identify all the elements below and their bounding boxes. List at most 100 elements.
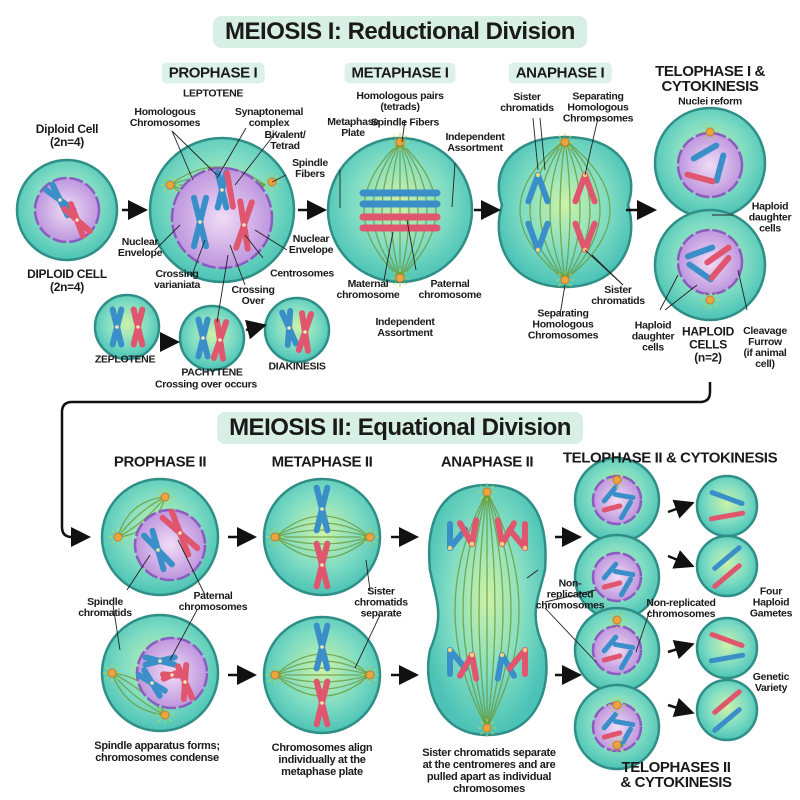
aster-ray [610,613,614,617]
zeplotene-cell [93,293,161,361]
centrosome-icon [560,275,570,285]
aster-ray [490,721,494,725]
aster-ray [620,623,624,627]
meiosis1-anaphase1-sister-top-label: Sister chromatids [500,91,554,114]
aster-ray [480,485,484,489]
leader-line [171,130,194,181]
centrosome-icon [107,668,117,678]
chromatid [601,484,619,504]
centromere [115,325,119,329]
centrosome-icon [612,475,622,485]
meiosis2-metaphase2-caption-label: Chromosomes align individually at the me… [271,742,373,778]
centromere [58,198,62,202]
aster-ray [703,293,707,297]
aster-ray [158,490,162,494]
aster-ray [393,145,397,149]
aster-ray [168,718,172,722]
meiosis1-title-label: MEIOSIS I: Reductional Division [213,16,587,48]
spindle-fiber [399,141,410,279]
aster-ray [105,666,109,670]
spindle-fiber [372,141,401,279]
aster-ray [568,273,572,277]
aster-ray [610,698,614,702]
meiosis1-prophase1-crossing-over-label: Crossing Over [231,284,275,307]
aster-ray [363,668,367,672]
aster-ray [163,188,167,192]
leader-line [365,559,371,591]
chromatid [612,491,636,501]
spindle-fiber [274,529,371,538]
arrow-icon [245,319,267,340]
aster-ray [173,178,177,182]
centrosome-icon [560,137,570,147]
centromere [535,247,541,253]
leader-line [271,174,287,183]
centromere [499,652,505,658]
chromatid [601,730,623,740]
meiosis2-metaphase2-sister-label: Sister chromatids separate [354,585,408,620]
aster-ray [610,748,614,752]
aster-ray [703,303,707,307]
meiosis1-prophase1-pachytene-note-label: Crossing over occurs [155,378,257,391]
arrow-icon [667,499,695,519]
aster-ray [490,485,494,489]
centromere [320,701,324,705]
chromatid [601,711,619,731]
chromatid [535,220,551,253]
meiosis2-prophase2-paternal-label: Paternal chromosomes [178,590,248,613]
leader-line [635,609,651,653]
centrosome-icon [165,180,175,190]
centrosome-icon [270,532,280,542]
leader-line [584,117,599,176]
leader-line [664,284,698,311]
meiosis1-prophase1-spindle-label: Spindle Fibers [292,157,328,180]
chromatid [713,152,727,184]
aster-ray [168,490,172,494]
spindle-fiber [117,496,166,538]
aster-ray [373,668,377,672]
spindle-fiber [274,536,371,545]
chromatid [612,641,636,651]
centrosome-icon [612,700,622,710]
centromere [469,541,475,547]
meiosis2-anaphase2-nonrep-label: Non- replicated chromosomes [535,577,605,612]
chromatid [619,576,633,598]
aster-ray [713,125,717,129]
centrosome-icon [482,723,492,733]
spindle-fiber [539,139,566,281]
centrosome-icon [395,273,405,283]
chromatid [619,726,633,748]
aster-ray [620,708,624,712]
meiosis1-prophase1-nuclear-right-label: Nuclear Envelope [288,233,334,256]
centrosome-icon [160,492,170,502]
aster-ray [278,530,282,534]
centromere [469,652,475,658]
spindle-fiber [564,139,601,281]
chromatid [494,652,505,682]
aster-ray [278,540,282,544]
leader-line [383,231,394,281]
gamete-cell-4 [695,678,759,742]
chromatid [690,142,720,162]
aster-ray [363,530,367,534]
meiosis2-prophase2-title-label: PROPHASE II [113,453,207,471]
centrosome-icon [612,615,622,625]
chromatid [499,520,517,547]
meiosis2-telophase2-nonrep-label: Non-replicated chromosomes [646,597,716,620]
centromere [178,531,182,535]
centrosome-icon [705,127,715,137]
aster-ray [121,530,125,534]
aster-ray [703,125,707,129]
leader-line [169,609,198,661]
centromere [158,659,162,663]
meiosis1-metaphase1-independent-label: Independent Assortment [445,131,505,154]
aster-ray [115,666,119,670]
centrosome-icon [365,670,375,680]
spindle-fiber [486,491,496,729]
nucleus [591,624,643,676]
aster-ray [713,293,717,297]
spindle-fiber [486,491,504,729]
aster-ray [403,145,407,149]
chromatid [619,499,633,521]
aster-ray [610,483,614,487]
